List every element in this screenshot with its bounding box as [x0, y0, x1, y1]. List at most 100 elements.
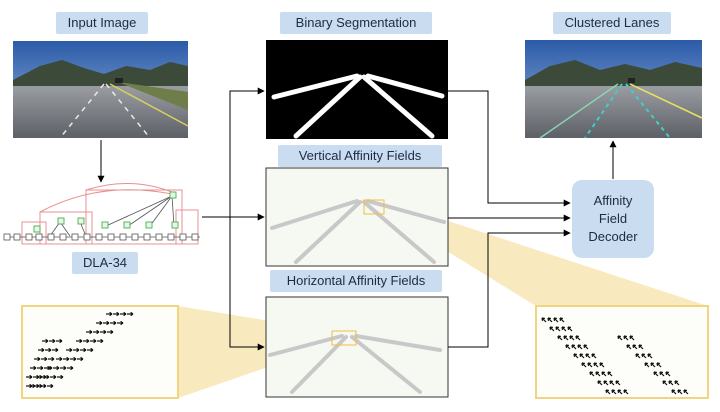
horizontal-affinity-fields-label: Horizontal Affinity Fields: [270, 270, 442, 292]
field-arrow-head: [103, 329, 107, 335]
vertical-arrow-field: [541, 317, 689, 395]
field-arrow-head: [123, 311, 127, 317]
field-arrow-head: [589, 371, 593, 375]
horizontal-arrow-field: [26, 311, 134, 389]
field-arrow-head: [86, 338, 90, 344]
field-arrow-head: [37, 356, 41, 362]
field-arrow-head: [577, 344, 581, 348]
field-arrow-head: [53, 374, 57, 380]
field-arrow-head: [36, 374, 40, 380]
field-arrow-head: [49, 365, 53, 371]
field-arrow-head: [671, 389, 675, 393]
arrow-to-binary: [229, 87, 265, 217]
field-arrow-head: [553, 317, 557, 321]
field-arrow-head: [73, 356, 77, 362]
horizontal-affinity-fields-image: [265, 296, 449, 398]
arrow-horizontal-to-decoder: [448, 229, 571, 348]
field-arrow-head: [60, 374, 64, 380]
field-arrow-head: [557, 335, 561, 339]
field-arrow-head: [595, 371, 599, 375]
field-arrow-head: [549, 326, 553, 330]
field-arrow-head: [607, 371, 611, 375]
field-arrow-head: [569, 335, 573, 339]
field-arrow-head: [59, 356, 63, 362]
field-arrow-head: [52, 338, 56, 344]
field-arrow-head: [585, 353, 589, 357]
field-arrow-head: [581, 362, 585, 366]
field-arrow-head: [605, 389, 609, 393]
field-arrow-head: [656, 362, 660, 366]
field-arrow-head: [668, 380, 672, 384]
field-arrow-head: [665, 371, 669, 375]
vertical-affinity-fields-image: [265, 167, 449, 267]
clustered-lanes-image: [525, 40, 703, 139]
field-arrow-head: [43, 383, 47, 389]
field-arrow-head: [89, 329, 93, 335]
input-image: [13, 41, 189, 139]
field-arrow-head: [79, 338, 83, 344]
field-arrow-head: [51, 356, 55, 362]
field-arrow-head: [559, 317, 563, 321]
field-arrow-head: [547, 317, 551, 321]
field-arrow-head: [659, 371, 663, 375]
vertical-affinity-fields-label: Vertical Affinity Fields: [278, 145, 442, 167]
field-arrow-head: [555, 326, 559, 330]
field-arrow-head: [623, 389, 627, 393]
backbone-label: DLA-34: [72, 252, 138, 274]
field-arrow-head: [561, 326, 565, 330]
field-arrow-head: [563, 335, 567, 339]
field-arrow-head: [50, 383, 54, 389]
field-arrow-head: [587, 362, 591, 366]
field-arrow-head: [40, 365, 44, 371]
field-arrow-head: [109, 311, 113, 317]
field-arrow-head: [575, 335, 579, 339]
field-arrow-head: [626, 344, 630, 348]
field-arrow-head: [609, 380, 613, 384]
field-arrow-head: [583, 344, 587, 348]
field-arrow-head: [565, 344, 569, 348]
field-arrow-head: [617, 335, 621, 339]
field-arrow-head: [99, 320, 103, 326]
field-arrow-head: [571, 344, 575, 348]
field-arrow-head: [120, 320, 124, 326]
field-arrow-head: [615, 380, 619, 384]
dla34-backbone: [3, 183, 200, 245]
field-arrow-head: [80, 356, 84, 362]
field-arrow-head: [48, 347, 52, 353]
field-arrow-head: [110, 329, 114, 335]
field-arrow-head: [106, 320, 110, 326]
field-arrow-head: [632, 344, 636, 348]
horizontal-arrows-zoom-panel: [21, 305, 179, 399]
field-arrow-head: [45, 338, 49, 344]
field-arrow-head: [41, 347, 45, 353]
field-arrow-head: [44, 356, 48, 362]
field-arrow-head: [83, 347, 87, 353]
field-arrow-head: [59, 338, 63, 344]
field-arrow-head: [46, 374, 50, 380]
field-arrow-head: [601, 371, 605, 375]
field-arrow-head: [567, 326, 571, 330]
field-arrow-head: [647, 353, 651, 357]
field-arrow-head: [56, 365, 60, 371]
field-arrow-head: [674, 380, 678, 384]
field-arrow-head: [641, 353, 645, 357]
field-arrow-head: [63, 365, 67, 371]
field-arrow-head: [55, 347, 59, 353]
field-arrow-head: [66, 356, 70, 362]
field-arrow-head: [130, 311, 134, 317]
field-arrow-head: [683, 389, 687, 393]
field-arrow-head: [69, 347, 73, 353]
binary-segmentation-image: [266, 40, 448, 139]
field-arrow-head: [617, 389, 621, 393]
field-arrow-head: [623, 335, 627, 339]
field-arrow-head: [90, 347, 94, 353]
field-arrow-head: [644, 362, 648, 366]
input-image-label: Input Image: [56, 12, 148, 34]
field-arrow-head: [629, 335, 633, 339]
field-arrow-head: [113, 320, 117, 326]
affinity-field-decoder-box: Affinity Field Decoder: [572, 180, 654, 258]
field-arrow-head: [39, 383, 43, 389]
field-arrow-head: [33, 365, 37, 371]
field-arrow-head: [593, 362, 597, 366]
